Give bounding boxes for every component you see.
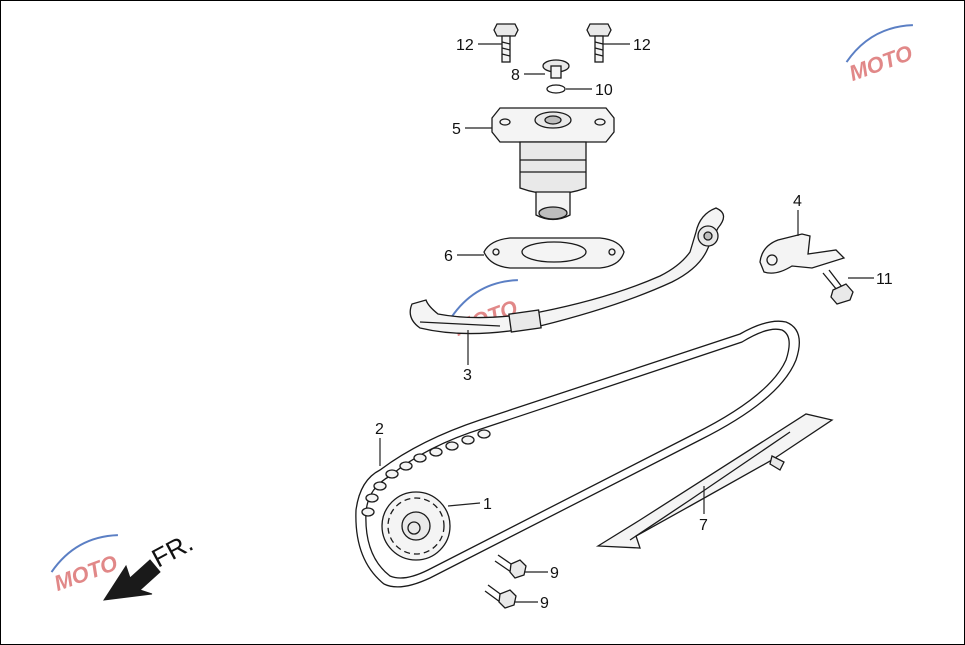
part-12-bolt-left bbox=[493, 23, 519, 63]
callout-12-right: 12 bbox=[633, 37, 651, 54]
part-12-bolt-right bbox=[586, 23, 612, 63]
callout-7: 7 bbox=[699, 517, 708, 534]
callout-5: 5 bbox=[452, 121, 461, 138]
callout-9-lower: 9 bbox=[540, 595, 549, 612]
part-6-gasket bbox=[483, 237, 625, 269]
watermark-top-right: MOTO bbox=[846, 24, 916, 86]
callout-10: 10 bbox=[595, 82, 613, 99]
part-2-cam-chain bbox=[355, 320, 800, 588]
part-9-bolt-upper bbox=[494, 554, 527, 579]
callout-8: 8 bbox=[511, 67, 520, 84]
part-5-tensioner-lifter bbox=[491, 107, 615, 221]
part-7-chain-guide bbox=[595, 413, 834, 549]
callout-12-left: 12 bbox=[456, 37, 474, 54]
watermark-text: MOTO bbox=[51, 550, 121, 596]
arrow-icon bbox=[102, 559, 161, 601]
part-10-o-ring bbox=[546, 84, 566, 94]
leader-lines bbox=[379, 43, 874, 603]
callout-1: 1 bbox=[483, 496, 492, 513]
callout-11: 11 bbox=[876, 271, 893, 288]
chain-links bbox=[361, 429, 491, 517]
callout-6: 6 bbox=[444, 248, 453, 265]
watermark-text: MOTO bbox=[846, 40, 916, 86]
callout-9-upper: 9 bbox=[550, 565, 559, 582]
callout-3: 3 bbox=[463, 367, 472, 384]
part-11-bolt bbox=[822, 269, 854, 305]
part-3-tensioner-slider bbox=[409, 207, 725, 335]
callout-2: 2 bbox=[375, 421, 384, 438]
front-direction-arrow bbox=[102, 559, 161, 601]
part-4-bracket bbox=[759, 233, 846, 274]
part-8-sealing-bolt bbox=[542, 59, 570, 79]
callout-4: 4 bbox=[793, 193, 802, 210]
part-9-bolt-lower bbox=[484, 584, 517, 609]
part-1-sprocket bbox=[381, 491, 451, 561]
